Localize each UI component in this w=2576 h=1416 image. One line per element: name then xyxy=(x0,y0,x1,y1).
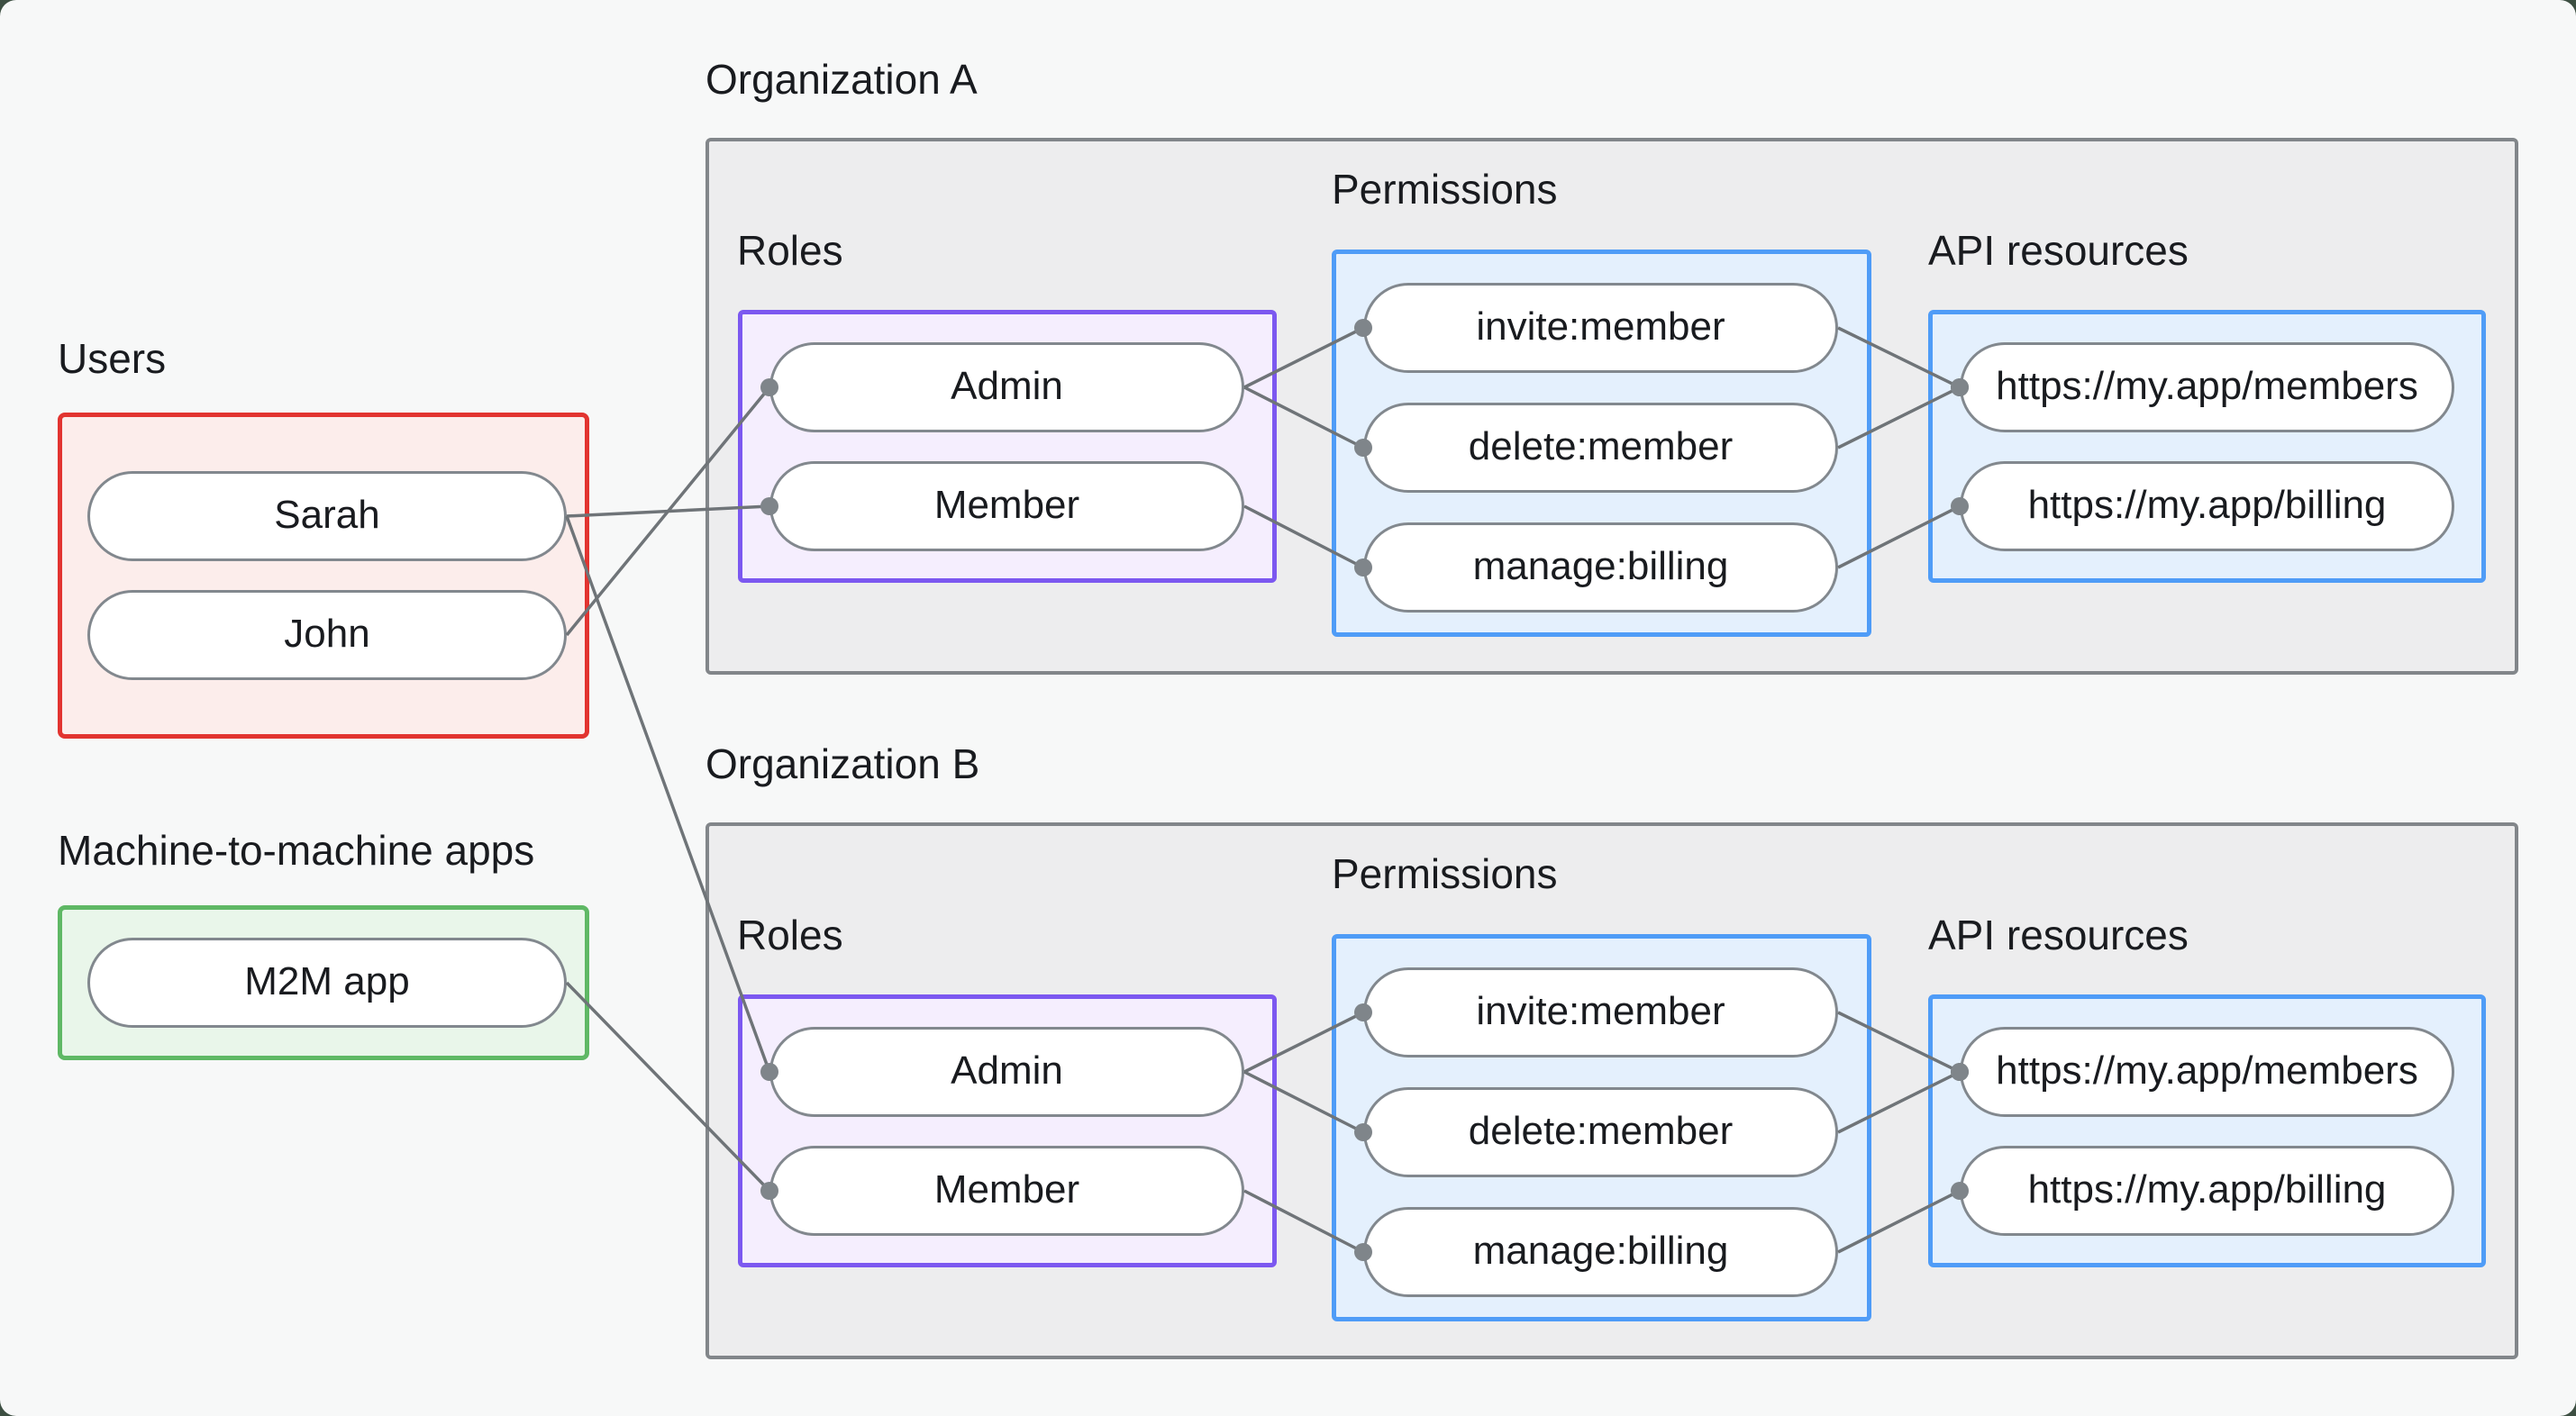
node-org-a-api-members: https://my.app/members xyxy=(1960,342,2454,432)
node-org-b-admin: Admin xyxy=(769,1027,1244,1117)
node-org-a-admin: Admin xyxy=(769,342,1244,432)
m2m-group-label: Machine-to-machine apps xyxy=(58,827,535,874)
org-b-roles-label: Roles xyxy=(737,912,843,958)
org-a-permissions-label: Permissions xyxy=(1332,166,1558,213)
node-org-b-api-billing: https://my.app/billing xyxy=(1960,1146,2454,1236)
org-b-label: Organization B xyxy=(705,740,980,787)
users-group-box xyxy=(58,413,589,739)
node-user-john: John xyxy=(87,590,567,680)
org-b-permissions-label: Permissions xyxy=(1332,850,1558,897)
org-a-api-label: API resources xyxy=(1928,227,2189,274)
node-org-b-invite-member: invite:member xyxy=(1363,967,1838,1057)
org-b-api-label: API resources xyxy=(1928,912,2189,958)
node-org-a-invite-member: invite:member xyxy=(1363,283,1838,373)
node-org-a-api-billing: https://my.app/billing xyxy=(1960,461,2454,551)
node-org-a-member: Member xyxy=(769,461,1244,551)
node-org-a-manage-billing: manage:billing xyxy=(1363,522,1838,613)
node-org-a-delete-member: delete:member xyxy=(1363,403,1838,493)
node-org-b-member: Member xyxy=(769,1146,1244,1236)
node-m2m-app: M2M app xyxy=(87,938,567,1028)
node-user-sarah: Sarah xyxy=(87,471,567,561)
users-group-label: Users xyxy=(58,335,167,382)
node-org-b-manage-billing: manage:billing xyxy=(1363,1207,1838,1297)
node-org-b-delete-member: delete:member xyxy=(1363,1087,1838,1177)
org-a-label: Organization A xyxy=(705,56,978,103)
org-a-roles-label: Roles xyxy=(737,227,843,274)
node-org-b-api-members: https://my.app/members xyxy=(1960,1027,2454,1117)
